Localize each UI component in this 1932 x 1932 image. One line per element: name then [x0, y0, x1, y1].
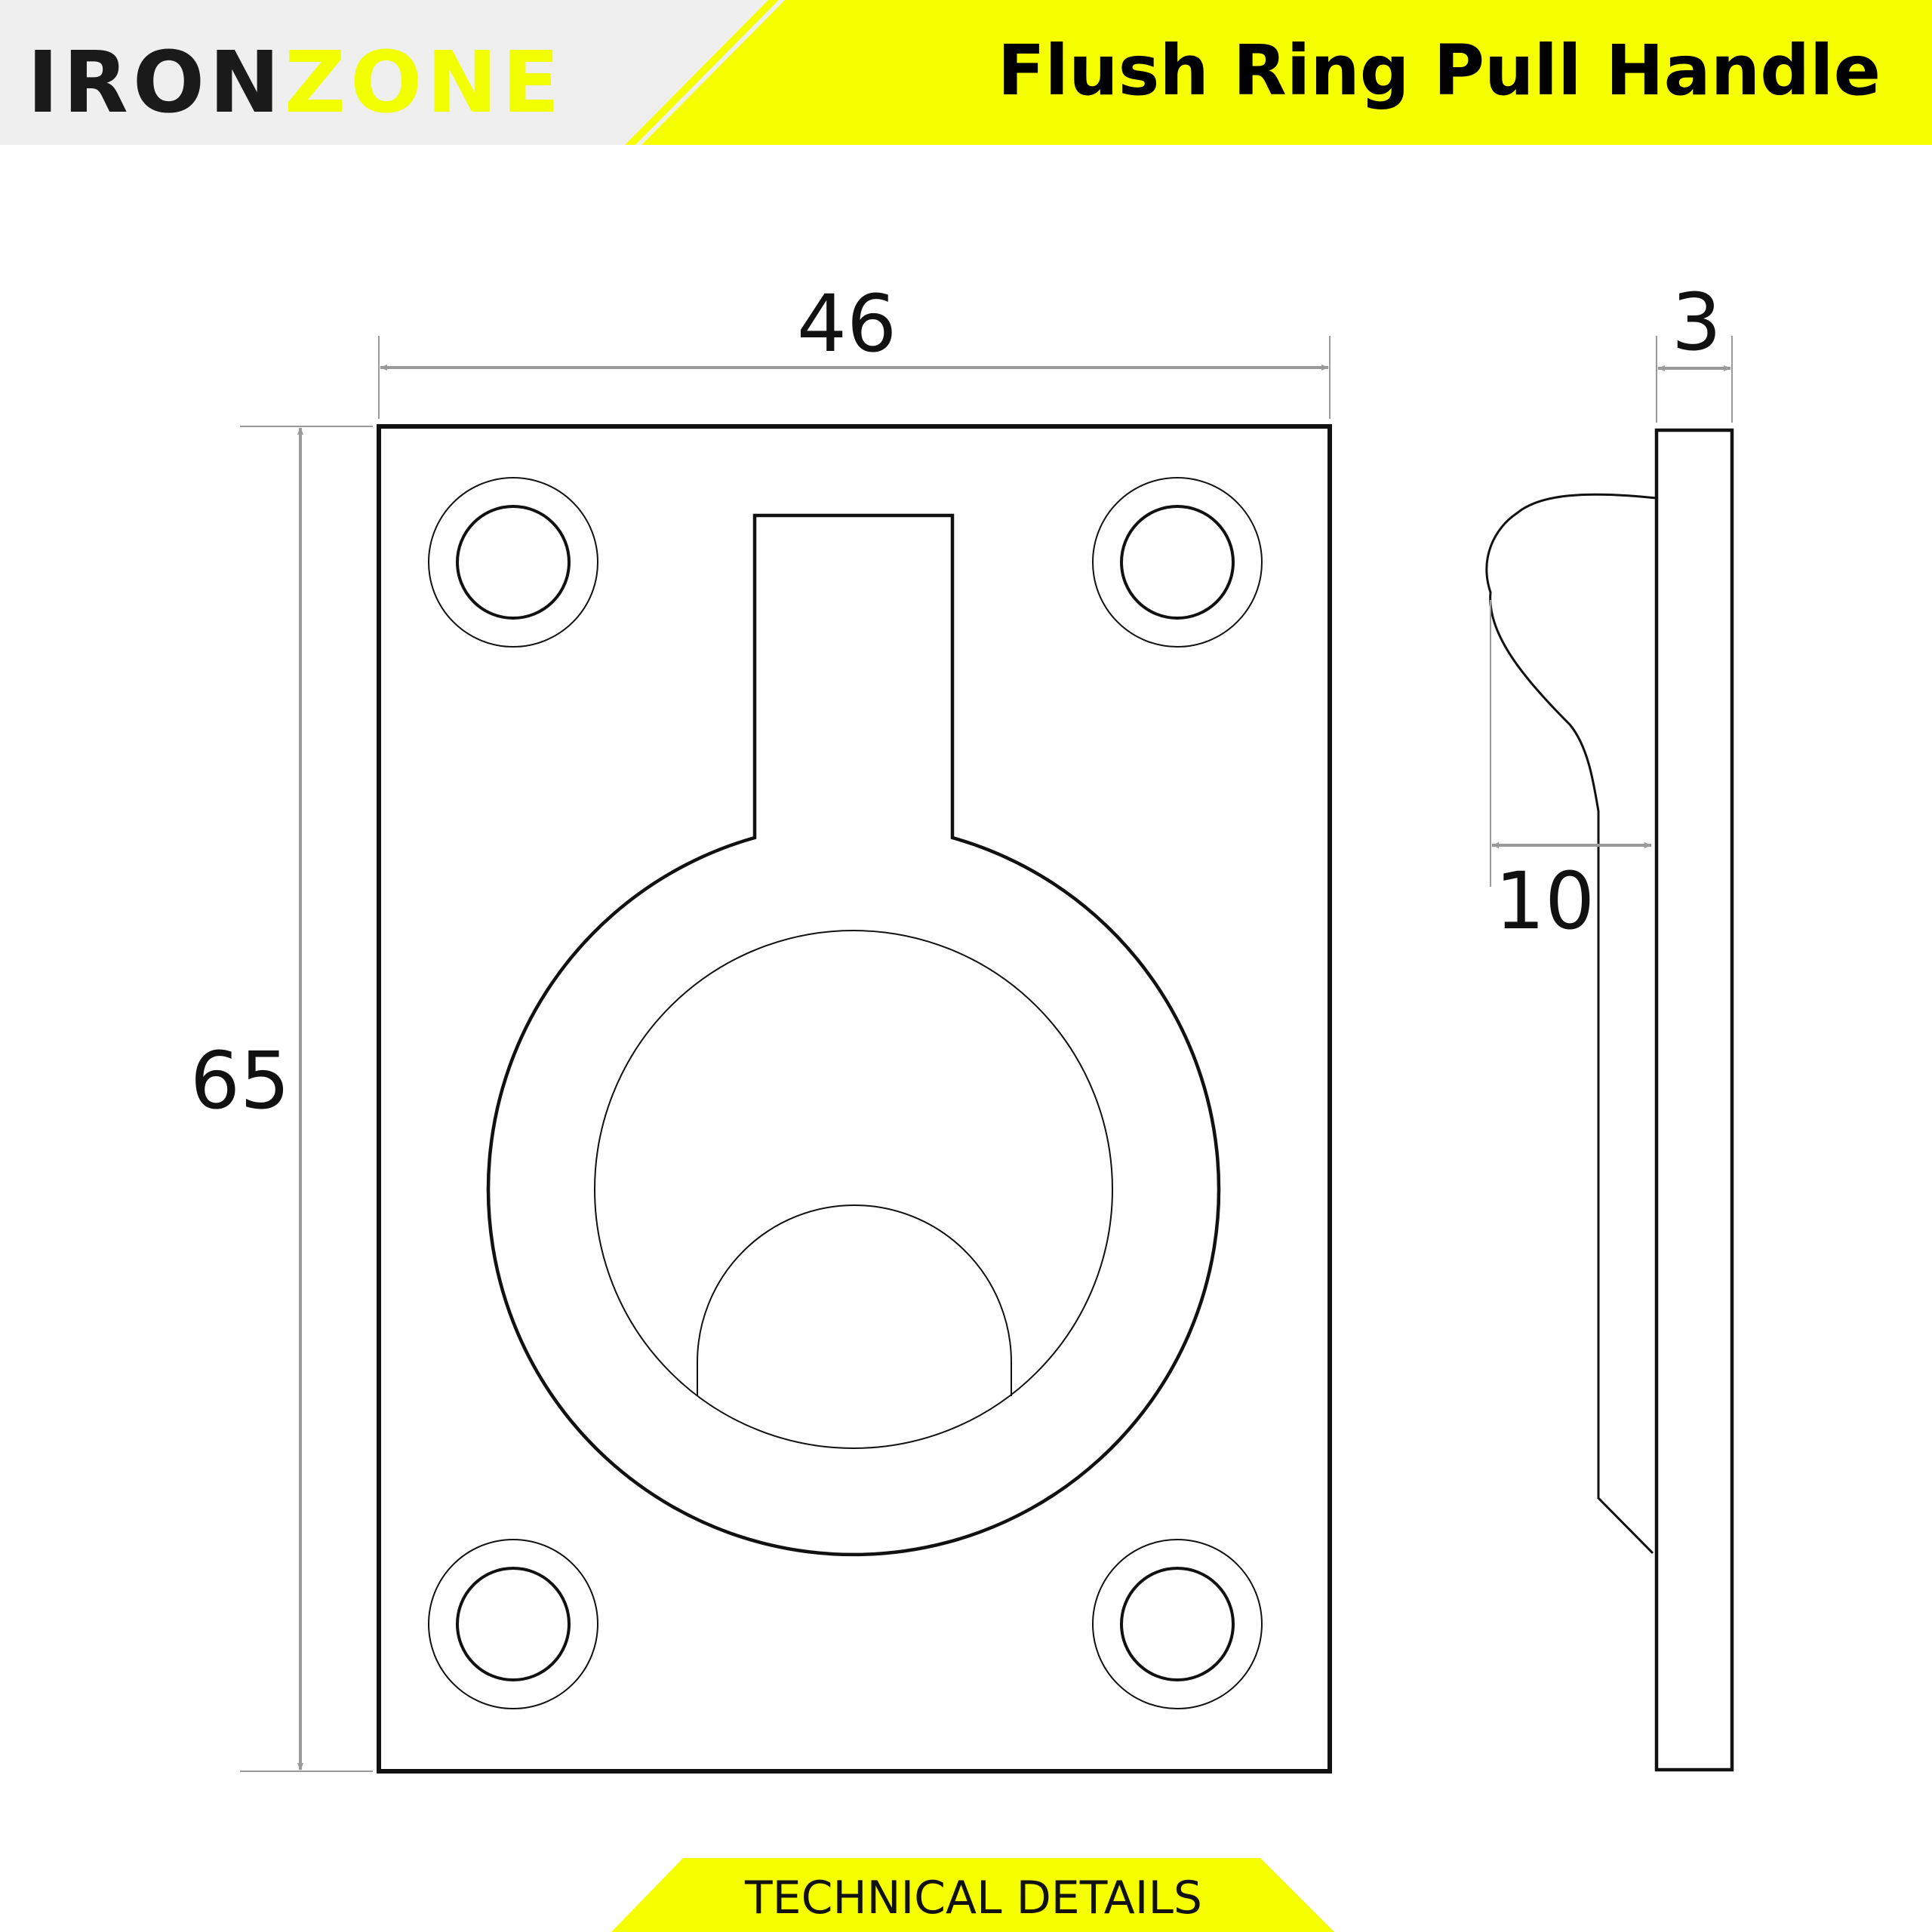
mounting-plate: [377, 424, 1332, 1774]
footer-label: TECHNICAL DETAILS: [745, 1872, 1202, 1924]
screw-hole-top-right: [1092, 477, 1263, 648]
brand-logo-part2: ZONE: [284, 34, 565, 132]
width-label: 46: [797, 278, 897, 370]
side-view: [1485, 428, 1734, 1772]
footer-banner: [611, 1858, 1334, 1932]
ring-recess-outline: [486, 513, 1221, 1557]
side-plate: [1654, 428, 1734, 1772]
thickness-label: 3: [1672, 276, 1721, 368]
screw-hole-bottom-right: [1092, 1539, 1263, 1709]
ring-profile: [1485, 493, 1657, 1555]
header-title-banner: [641, 0, 1932, 145]
height-label: 65: [190, 1035, 290, 1127]
ring-finger-recess: [697, 1204, 1012, 1396]
screw-hole-bottom-left: [428, 1539, 598, 1709]
screw-hole-top-left: [428, 477, 598, 648]
brand-logo-part1: IRON: [27, 34, 285, 132]
dimension-lines: [240, 336, 1733, 1772]
pull-ring: [594, 930, 1113, 1449]
brand-logo: IRONZONE: [27, 30, 565, 136]
page-title: Flush Ring Pull Handle: [997, 30, 1881, 111]
projection-label: 10: [1495, 855, 1595, 947]
front-view: [377, 424, 1332, 1774]
